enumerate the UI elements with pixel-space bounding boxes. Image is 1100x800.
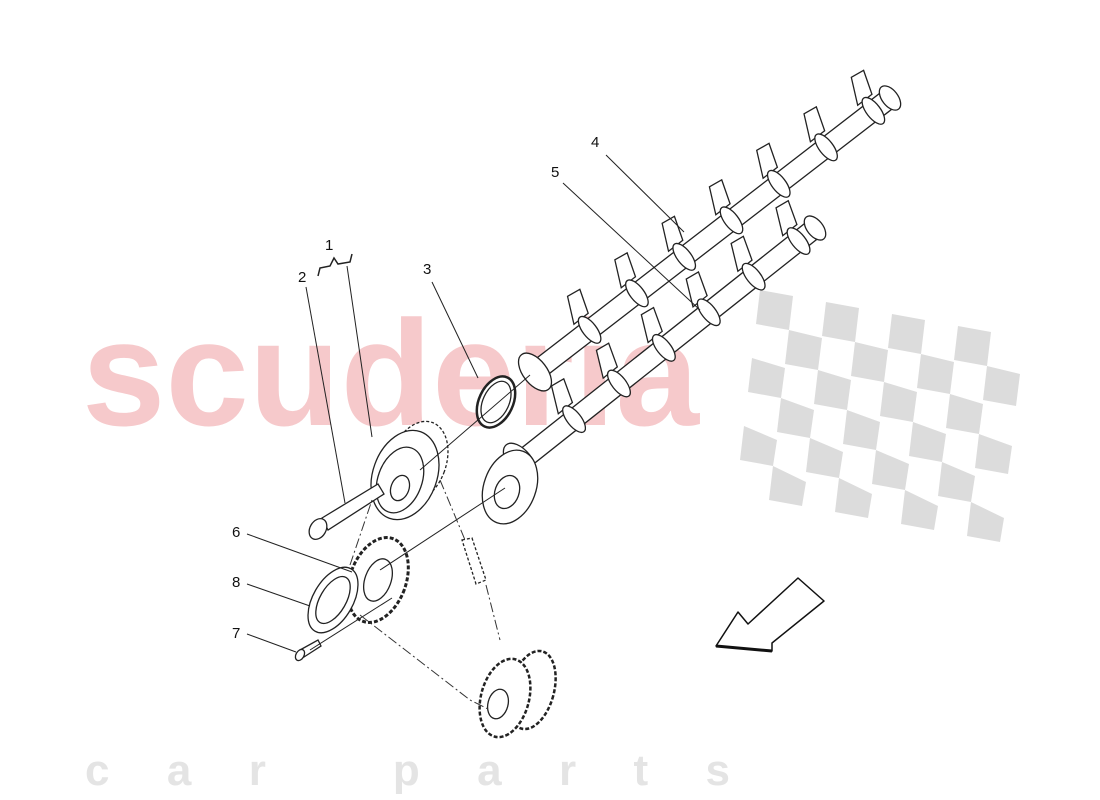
callout-label-7: 7 <box>232 625 240 642</box>
callout-4: 4 <box>591 134 685 233</box>
flag-square <box>756 290 793 330</box>
callout-7: 7 <box>232 625 297 653</box>
camshaft-end <box>878 85 902 111</box>
bolt-2[interactable] <box>306 483 385 543</box>
journal <box>766 169 791 198</box>
flag-square <box>983 366 1020 406</box>
flag-square <box>946 394 983 434</box>
idler-double-gear[interactable] <box>471 646 563 743</box>
flag-square <box>954 326 991 366</box>
journal <box>786 227 811 255</box>
callout-3: 3 <box>423 261 479 379</box>
journal <box>861 96 886 125</box>
flag-square <box>880 382 917 422</box>
flag-square <box>822 302 859 342</box>
assembly-lines <box>309 374 531 711</box>
journal <box>606 369 631 398</box>
camshaft-5[interactable] <box>486 192 835 487</box>
flag-square <box>872 450 909 490</box>
callout-label-5: 5 <box>551 164 559 181</box>
callout-label-1: 1 <box>325 237 333 254</box>
seal-ring-3[interactable] <box>469 370 523 433</box>
washer-8[interactable] <box>298 559 369 641</box>
journal <box>741 262 766 291</box>
flag-square <box>851 342 888 382</box>
flag-square <box>843 410 880 450</box>
flag-square <box>785 330 822 370</box>
callout-label-4: 4 <box>591 134 599 151</box>
timing-chain[interactable] <box>461 537 487 585</box>
callout-5: 5 <box>551 164 701 311</box>
flag-square <box>938 462 975 502</box>
journal <box>577 315 602 344</box>
callout-label-6: 6 <box>232 524 240 541</box>
callout-label-8: 8 <box>232 574 240 591</box>
flag-square <box>975 434 1012 474</box>
callout-2: 2 <box>298 269 346 504</box>
flag-square <box>901 490 938 530</box>
flag-square <box>888 314 925 354</box>
flag-square <box>777 398 814 438</box>
flag-square <box>967 502 1004 542</box>
front-direction-arrow-icon <box>715 577 825 653</box>
callout-1: 1 <box>317 237 373 438</box>
gear-6[interactable] <box>337 529 420 631</box>
journal <box>719 206 744 235</box>
screw-7[interactable] <box>294 639 322 662</box>
callout-label-3: 3 <box>423 261 431 278</box>
watermark-tagline: car parts <box>85 746 730 795</box>
journal <box>814 133 838 162</box>
journal <box>562 405 587 434</box>
flag-square <box>748 358 785 398</box>
checkered-flag-logo <box>740 290 1020 542</box>
flag-square <box>769 466 806 506</box>
variator-1[interactable] <box>359 413 458 529</box>
callout-8: 8 <box>232 574 311 607</box>
flag-square <box>740 426 777 466</box>
camshaft-end <box>803 215 827 241</box>
flag-square <box>835 478 872 518</box>
callout-label-2: 2 <box>298 269 306 286</box>
journal <box>625 279 649 308</box>
flag-square <box>917 354 954 394</box>
journal <box>696 298 721 327</box>
journal <box>651 333 676 362</box>
callout-6: 6 <box>232 524 353 573</box>
flag-square <box>814 370 851 410</box>
flag-square <box>909 422 946 462</box>
flag-square <box>806 438 843 478</box>
journal <box>672 242 697 271</box>
camshaft-4[interactable] <box>501 61 910 396</box>
camshaft-flange[interactable] <box>473 442 548 531</box>
